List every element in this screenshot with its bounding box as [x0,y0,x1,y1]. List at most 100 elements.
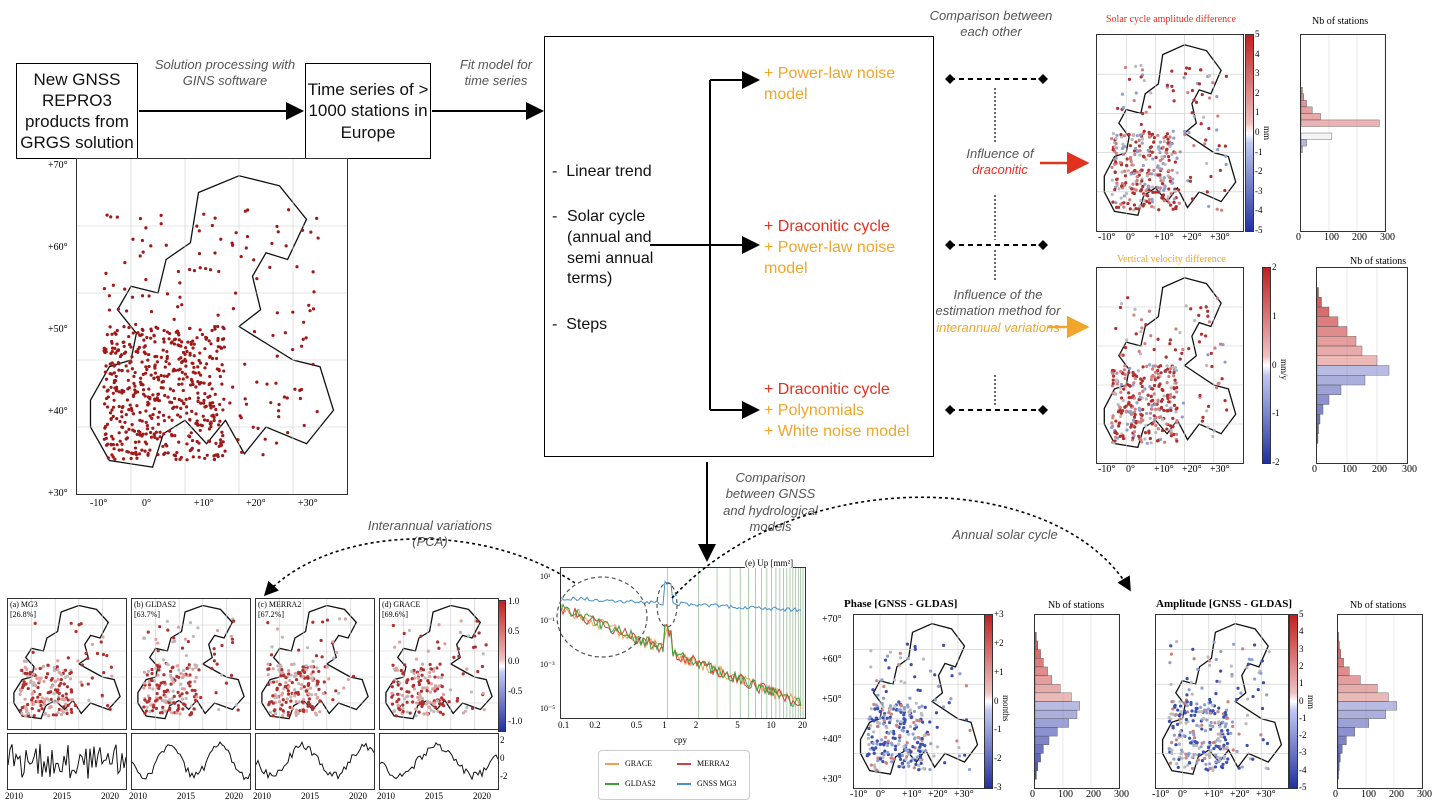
station-dot [1161,145,1165,149]
station-dot [287,685,291,689]
station-dot [146,352,151,357]
station-dot [1131,436,1135,440]
station-dot [311,362,315,367]
station-dot [881,760,885,764]
station-dot [1111,378,1115,382]
station-dot [35,677,39,681]
station-dot [111,283,115,287]
station-dot [1126,296,1130,300]
station-dot [25,708,29,713]
station-dot [57,691,61,695]
station-dot [888,650,893,654]
station-dot [1172,757,1176,761]
pca-timeseries-3 [379,733,499,790]
station-dot [1128,198,1132,202]
station-dot [147,680,151,684]
station-dot [1168,144,1172,149]
axis-label: +10° [902,789,922,800]
station-dot [1192,657,1196,661]
station-dot [1185,693,1189,697]
legend-swatch [605,782,619,785]
spectrum-ytick: 10⁻¹ [540,616,555,625]
station-dot [110,453,114,457]
station-dot [1116,436,1120,440]
station-dot [302,670,307,674]
station-dot [311,620,315,624]
station-dot [178,415,182,419]
station-dot [1237,732,1241,736]
station-dot [867,726,871,731]
station-dot [1137,173,1141,177]
station-dot [1207,126,1211,131]
station-dot [182,668,186,673]
station-dot [1150,200,1155,204]
station-dot [238,414,242,418]
station-dot [270,241,274,246]
station-dot [412,671,416,675]
station-dot [176,331,180,335]
station-dot [184,364,188,368]
axis-label: 2 [1255,87,1260,98]
station-dot [215,413,219,417]
station-dot [1173,160,1177,164]
station-dot [1149,334,1153,338]
station-dot [1135,170,1139,174]
station-dot [199,401,203,405]
station-dot [421,662,425,666]
station-dot [1217,381,1221,385]
station-dot [145,705,149,709]
station-dot [189,431,193,435]
station-dot [1111,374,1116,378]
station-dot [113,457,117,461]
station-dot [1134,207,1138,211]
station-dot [1115,181,1119,185]
station-dot [1169,644,1173,648]
hist-bar [1035,761,1038,771]
station-dot [1178,357,1182,361]
station-dot [1126,169,1130,173]
station-dot [239,254,243,259]
pca-map-canvas [380,599,498,729]
station-dot [167,362,171,366]
station-dot [162,337,166,341]
model-box [544,36,934,457]
station-dot [1202,716,1206,721]
station-dot [189,383,193,387]
station-dot [1168,661,1172,665]
station-dot [298,396,302,401]
station-dot [118,419,122,424]
station-dot [1154,155,1158,160]
station-dot [131,237,135,241]
station-dot [105,405,110,409]
station-dot [420,704,424,709]
station-dot [20,668,24,672]
station-dot [297,700,302,704]
station-dot [185,411,189,415]
station-dot [179,682,183,686]
station-dot [301,708,306,712]
station-dot [144,432,148,436]
station-dot [1218,739,1222,743]
station-dot [1225,716,1230,720]
station-dot [1256,688,1260,692]
station-dot [185,442,189,446]
station-dot [1147,201,1152,205]
station-dot [301,700,305,704]
station-dot [1122,194,1127,198]
station-dot [1117,187,1121,191]
station-dot [1246,662,1250,666]
station-dot [162,673,166,677]
station-dot [1146,194,1150,198]
station-dot [62,710,66,714]
station-dot [24,659,29,664]
station-dot [438,662,442,666]
branch2-noise: Power-law noise model [764,238,896,277]
station-dot [878,710,882,714]
station-dot [942,643,946,647]
station-dot [270,645,274,649]
station-dot [913,758,917,762]
station-dot [207,339,211,343]
station-dot [204,266,208,271]
station-dot [147,364,151,369]
station-dot [243,397,247,401]
